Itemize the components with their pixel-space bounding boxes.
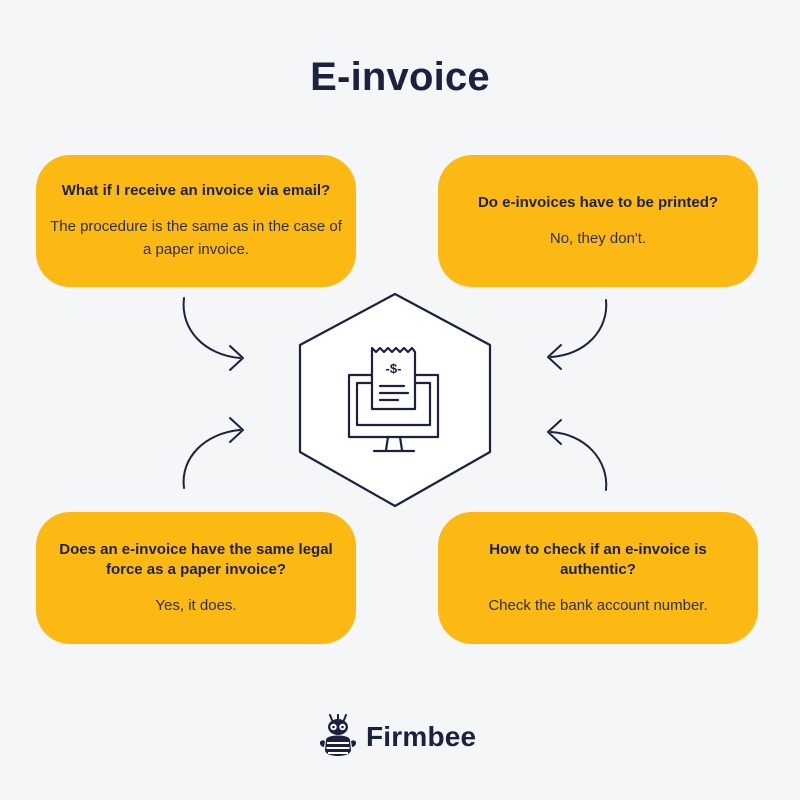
card-answer: Yes, it does. [155,596,237,614]
card-question: Do e-invoices have to be printed? [477,193,719,211]
brand-logo: Firmbee [318,712,476,762]
card-question: What if I receive an invoice via email? [61,182,331,199]
bee-mascot-icon [319,714,357,756]
arrow-bottom-right [550,431,608,491]
faq-card-email: What if I receive an invoice via email? … [36,155,356,287]
faq-card-legal-force: Does an e-invoice have the same legal fo… [36,512,356,644]
arrow-top-left-head [229,345,244,371]
arrow-bottom-left-head [229,417,244,443]
card-answer: Check the bank account number. [488,596,708,614]
card-question: Does an e-invoice have the same legal fo… [59,540,333,578]
card-question: How to check if an e-invoice is authenti… [489,540,707,578]
computer-receipt-icon [347,346,440,453]
faq-card-printed: Do e-invoices have to be printed? No, th… [438,155,758,287]
arrow-top-right [550,299,608,358]
arrow-top-right-head [547,344,562,370]
page-title: E-invoice [310,55,490,99]
faq-card-authentic: How to check if an e-invoice is authenti… [438,512,758,644]
monitor-outline [347,373,440,439]
arrow-bottom-right-head [547,419,562,445]
receipt-dollar-symbol: -$- [386,361,402,376]
card-answer: The procedure is the same as in the case… [50,218,342,258]
brand-name: Firmbee [366,721,477,752]
monitor-stand [372,435,416,453]
monitor-screen [355,381,432,427]
card-answer: No, they don't. [549,229,647,247]
arrow-bottom-left [182,429,241,489]
arrow-top-left [182,297,241,359]
